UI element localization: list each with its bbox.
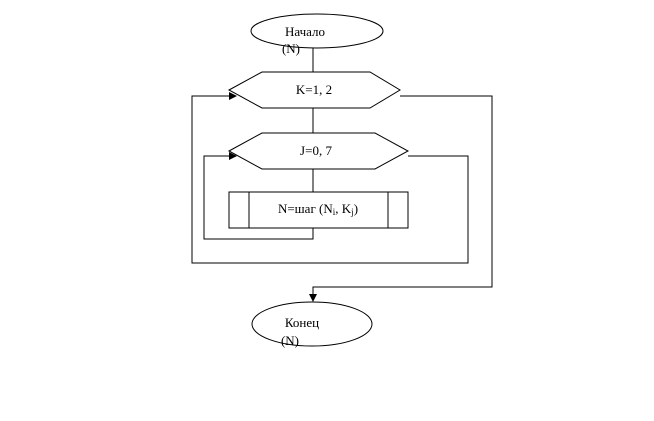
loop-k-label: K=1, 2 — [296, 82, 332, 97]
start-label: Начало — [285, 24, 325, 39]
end-sublabel: (N) — [281, 333, 299, 348]
loop-k-node: K=1, 2 — [227, 71, 401, 109]
start-ellipse — [250, 13, 384, 49]
loop-k-hexagon — [227, 71, 401, 109]
start-sublabel: (N) — [282, 41, 300, 56]
loop-j-node: J=0, 7 — [227, 132, 410, 170]
loop-j-hexagon — [227, 132, 410, 170]
exit-arrowhead — [309, 294, 317, 302]
end-label: Конец — [285, 315, 319, 330]
outer-loop-arrowhead — [229, 92, 237, 100]
exit-line — [312, 95, 493, 297]
outer-loop-return-line — [191, 95, 469, 264]
process-node: N=шаг (Ni, Kj) — [228, 191, 409, 229]
end-node: Конец (N) — [251, 301, 373, 348]
inner-loop-arrowhead — [229, 152, 237, 160]
end-ellipse — [251, 301, 373, 347]
process-box — [228, 191, 409, 229]
process-label: N=шаг (Ni, Kj) — [278, 201, 358, 217]
start-node: Начало (N) — [250, 13, 384, 56]
inner-loop-return-line — [203, 155, 314, 240]
loop-j-label: J=0, 7 — [300, 143, 332, 158]
